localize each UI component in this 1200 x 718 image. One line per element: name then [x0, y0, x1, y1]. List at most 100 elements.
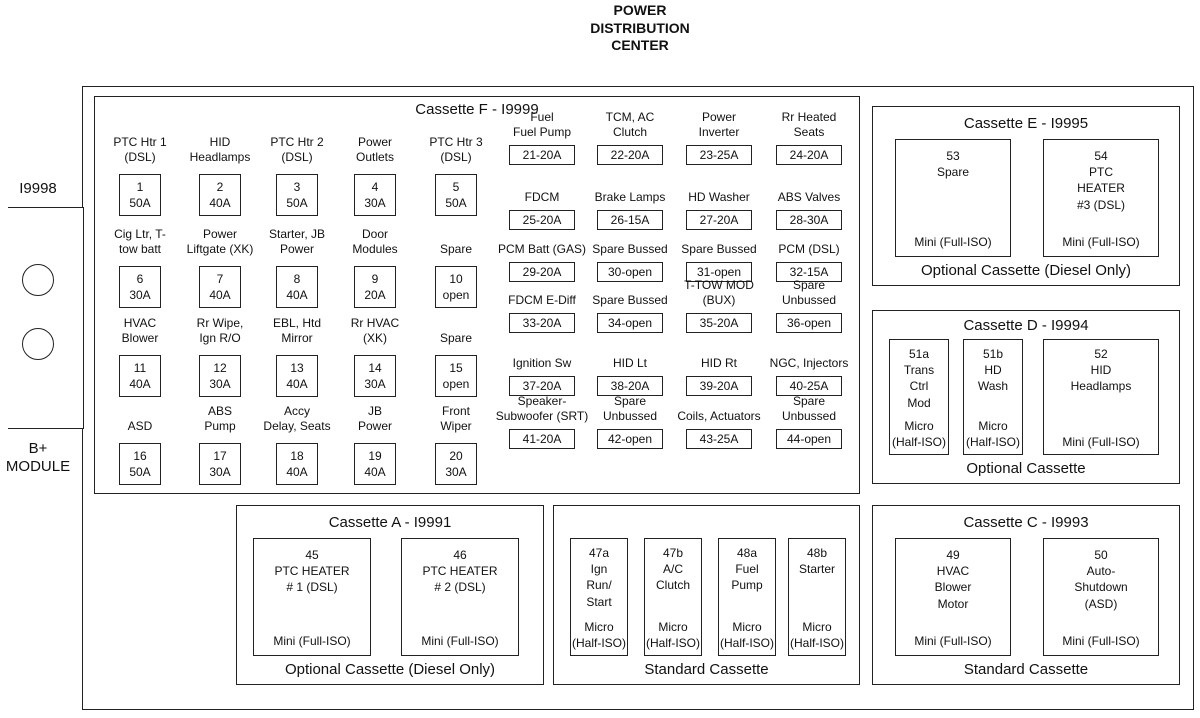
- fuse-label: NGC, Injectors: [769, 356, 849, 371]
- relay-type: Mini (Full-ISO): [1062, 633, 1140, 648]
- fuse-label: Power Liftgate (XK): [186, 226, 254, 257]
- fuse-label: ABS Valves: [777, 190, 841, 205]
- fuse-label: Rr Wipe, Ign R/O: [196, 315, 244, 346]
- fuse-22: 22-20A: [597, 145, 663, 165]
- cassette-c-footer: Standard Cassette: [963, 661, 1089, 678]
- fuse-15: 15 open: [435, 355, 477, 397]
- fuse-label: T-TOW MOD (BUX): [684, 277, 754, 308]
- fuse-label: Speaker- Subwoofer (SRT): [495, 393, 589, 424]
- relay-type: Mini (Full-ISO): [1062, 434, 1140, 449]
- fuse-5: 5 50A: [435, 174, 477, 216]
- fuse-label: Accy Delay, Seats: [263, 403, 331, 434]
- fuse-label: Brake Lamps: [594, 190, 666, 205]
- fuse-label: HID Headlamps: [189, 134, 251, 165]
- fuse-9: 9 20A: [354, 266, 396, 308]
- fuse-label: PTC Htr 2 (DSL): [270, 134, 324, 165]
- fuse-33: 33-20A: [509, 313, 575, 333]
- cassette-d: Cassette D - I9994 51a Trans Ctrl Mod Mi…: [872, 310, 1180, 484]
- fuse-17: 17 30A: [199, 443, 241, 485]
- fuse-label: Cig Ltr, T- tow batt: [114, 226, 166, 257]
- relay-46: 46 PTC HEATER # 2 (DSL) Mini (Full-ISO): [401, 538, 519, 656]
- fuse-23: 23-25A: [686, 145, 752, 165]
- fuse-label: TCM, AC Clutch: [605, 109, 655, 140]
- relay-52: 52 HID Headlamps Mini (Full-ISO): [1043, 339, 1159, 455]
- fuse-28: 28-30A: [776, 210, 842, 230]
- fuse-label: HD Washer: [688, 190, 750, 205]
- fuse-41: 41-20A: [509, 429, 575, 449]
- relay-label: 50 Auto- Shutdown (ASD): [1074, 548, 1128, 611]
- fuse-16: 16 50A: [119, 443, 161, 485]
- fuse-label: Spare Bussed: [681, 242, 757, 257]
- fuse-38: 38-20A: [597, 376, 663, 396]
- cassette-e-footer: Optional Cassette (Diesel Only): [920, 262, 1132, 279]
- cassette-b: 47a Ign Run/ Start Micro (Half-ISO) 47b …: [553, 505, 860, 685]
- fuse-label: FDCM: [524, 190, 560, 205]
- fuse-7: 7 40A: [199, 266, 241, 308]
- fuse-24: 24-20A: [776, 145, 842, 165]
- page-title: POWER DISTRIBUTION CENTER: [590, 2, 690, 53]
- fuse-label: HVAC Blower: [121, 315, 159, 346]
- fuse-36: 36-open: [776, 313, 842, 333]
- relay-48a: 48a Fuel Pump Micro (Half-ISO): [718, 538, 776, 656]
- fuse-label: Spare Unbussed: [781, 277, 837, 308]
- cassette-d-footer: Optional Cassette: [966, 460, 1086, 477]
- fuse-32: 32-15A: [776, 262, 842, 282]
- fuse-10: 10 open: [435, 266, 477, 308]
- fuse-43: 43-25A: [686, 429, 752, 449]
- fuse-31: 31-open: [686, 262, 752, 282]
- fuse-label: ABS Pump: [204, 403, 236, 434]
- fuse-label: Starter, JB Power: [268, 226, 326, 257]
- fuse-label: Front Wiper: [440, 403, 472, 434]
- relay-51a: 51a Trans Ctrl Mod Micro (Half-ISO): [889, 339, 949, 455]
- cassette-e: Cassette E - I9995 53 Spare Mini (Full-I…: [872, 106, 1180, 286]
- relay-54: 54 PTC HEATER #3 (DSL) Mini (Full-ISO): [1043, 139, 1159, 257]
- cassette-b-footer: Standard Cassette: [644, 661, 769, 678]
- relay-47b: 47b A/C Clutch Micro (Half-ISO): [644, 538, 702, 656]
- relay-type: Micro (Half-ISO): [720, 619, 774, 650]
- relay-label: 53 Spare: [936, 149, 970, 180]
- relay-label: 48a Fuel Pump: [731, 546, 763, 593]
- fuse-8: 8 40A: [276, 266, 318, 308]
- fuse-18: 18 40A: [276, 443, 318, 485]
- fuse-6: 6 30A: [119, 266, 161, 308]
- fuse-label: Spare: [439, 331, 473, 346]
- terminal-stud-icon: [22, 328, 54, 360]
- cassette-a-footer: Optional Cassette (Diesel Only): [284, 661, 496, 678]
- relay-type: Mini (Full-ISO): [914, 234, 992, 249]
- relay-type: Micro (Half-ISO): [572, 619, 626, 650]
- relay-47a: 47a Ign Run/ Start Micro (Half-ISO): [570, 538, 628, 656]
- fuse-label: FDCM E-Diff: [508, 293, 576, 308]
- fuse-37: 37-20A: [509, 376, 575, 396]
- fuse-label: Spare: [439, 242, 473, 257]
- relay-type: Mini (Full-ISO): [273, 633, 351, 648]
- relay-49: 49 HVAC Blower Motor Mini (Full-ISO): [895, 538, 1011, 656]
- cassette-c: Cassette C - I9993 49 HVAC Blower Motor …: [872, 505, 1180, 685]
- fuse-label: PCM (DSL): [778, 242, 840, 257]
- fuse-39: 39-20A: [686, 376, 752, 396]
- b-plus-module: [8, 207, 84, 429]
- relay-label: 51b HD Wash: [977, 347, 1009, 394]
- cassette-a-title: Cassette A - I9991: [328, 514, 452, 531]
- fuse-27: 27-20A: [686, 210, 752, 230]
- fuse-26: 26-15A: [597, 210, 663, 230]
- fuse-label: Rr Heated Seats: [781, 109, 837, 140]
- fuse-label: Door Modules: [352, 226, 398, 257]
- relay-50: 50 Auto- Shutdown (ASD) Mini (Full-ISO): [1043, 538, 1159, 656]
- fuse-label: Rr HVAC (XK): [350, 315, 400, 346]
- fuse-11: 11 40A: [119, 355, 161, 397]
- relay-48b: 48b Starter Micro (Half-ISO): [788, 538, 846, 656]
- fuse-29: 29-20A: [509, 262, 575, 282]
- relay-45: 45 PTC HEATER # 1 (DSL) Mini (Full-ISO): [253, 538, 371, 656]
- fuse-1: 1 50A: [119, 174, 161, 216]
- fuse-label: Fuel Fuel Pump: [512, 109, 572, 140]
- relay-label: 51a Trans Ctrl Mod: [903, 347, 935, 410]
- cassette-f-title: Cassette F - I9999: [415, 101, 539, 118]
- fuse-34: 34-open: [597, 313, 663, 333]
- fuse-12: 12 30A: [199, 355, 241, 397]
- fuse-21: 21-20A: [509, 145, 575, 165]
- fuse-13: 13 40A: [276, 355, 318, 397]
- cassette-e-title: Cassette E - I9995: [963, 115, 1089, 132]
- relay-type: Micro (Half-ISO): [966, 418, 1020, 449]
- fuse-label: EBL, Htd Mirror: [272, 315, 322, 346]
- fuse-4: 4 30A: [354, 174, 396, 216]
